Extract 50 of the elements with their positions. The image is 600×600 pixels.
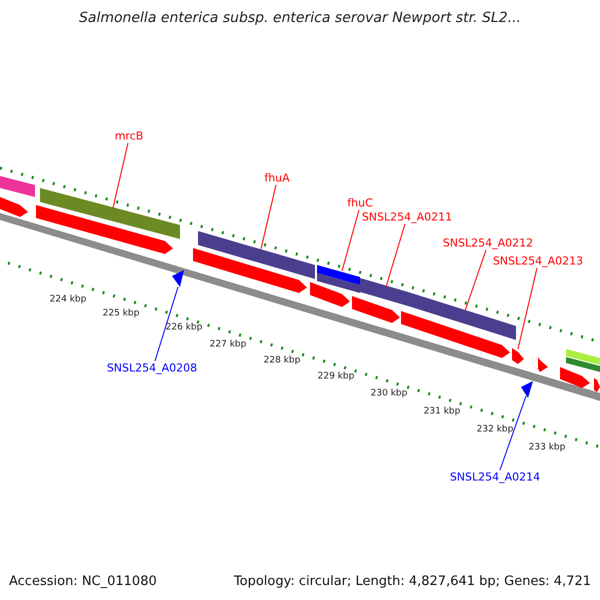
leader-line: [500, 396, 526, 470]
gene-bar: [566, 357, 600, 372]
gene-feature: [512, 348, 524, 364]
scale-label: 229 kbp: [318, 372, 354, 382]
gene-label: SNSL254_A0213: [492, 256, 584, 266]
gene-feature: [538, 357, 548, 372]
gene-bar: [360, 278, 408, 306]
scale-label: 225 kbp: [102, 310, 140, 318]
map-title: Salmonella enterica subsp. enterica serovar Newport str. SL2...: [78, 10, 522, 26]
gene-feature: [401, 311, 510, 358]
gene-bar: [317, 265, 360, 285]
gene-feature: [0, 197, 28, 217]
scale-label: 230 kbp: [370, 390, 408, 398]
leader-line: [112, 142, 128, 208]
footer-text: Topology: circular; Length: 4,827,641 bp; Genes: 4,721: [234, 574, 591, 589]
gene-marker: [521, 381, 533, 398]
scale-label: 228 kbp: [264, 356, 300, 366]
gene-label: mrcB: [114, 130, 144, 142]
gene-label: SNSL254_A0208: [106, 362, 198, 374]
scale-label: 232 kbp: [476, 426, 514, 434]
gene-bar: [198, 231, 315, 279]
scale-label: 231 kbp: [424, 408, 460, 416]
gene-feature: [193, 248, 307, 293]
gene-feature: [594, 378, 600, 392]
gene-feature: [352, 296, 400, 323]
gene-label: SNSL254_A0211: [362, 212, 452, 222]
leader-line: [260, 184, 276, 250]
leader-line: [518, 268, 538, 350]
gene-feature: [36, 205, 173, 254]
scale-label: 224 kbp: [50, 296, 86, 304]
leader-line: [154, 286, 178, 362]
footer-text: Accession: NC_011080: [9, 574, 157, 589]
gene-marker: [172, 270, 184, 287]
leader-line: [464, 250, 486, 312]
gene-label: fhuA: [264, 172, 290, 184]
scale-label: 226 kbp: [166, 324, 202, 332]
gene-label: SNSL254_A0214: [450, 472, 540, 482]
gene-bar: [317, 273, 360, 293]
gene-bar: [40, 188, 180, 239]
scale-label: 227 kbp: [210, 340, 246, 350]
scale-label: 233 kbp: [528, 444, 566, 452]
gene-feature: [560, 367, 590, 388]
gene-bar: [0, 176, 35, 197]
leader-line: [386, 224, 406, 288]
gene-feature: [310, 282, 350, 307]
gene-bar: [566, 349, 600, 365]
gene-bar: [408, 292, 516, 340]
leader-line: [342, 210, 360, 272]
gene-label: fhuC: [347, 198, 373, 208]
gene-label: SNSL254_A0212: [442, 238, 534, 248]
